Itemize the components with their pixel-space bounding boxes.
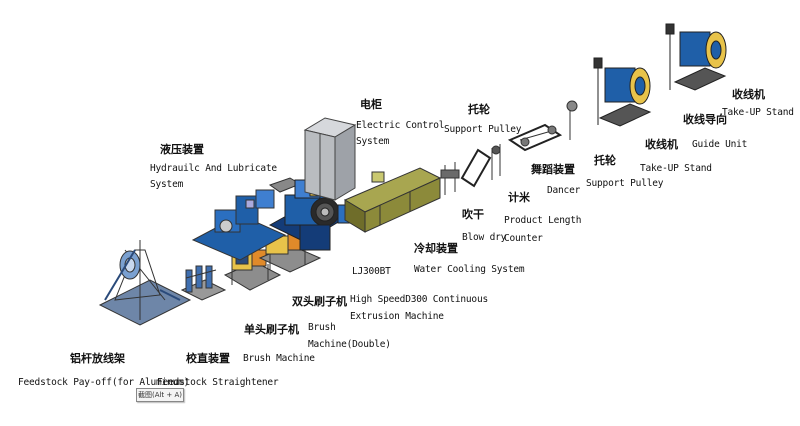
- hydraulic-label-en-1: Hydrauilc And Lubricate: [150, 163, 277, 174]
- takeup-stand-1: [593, 57, 652, 127]
- cooling-label-en: Water Cooling System: [414, 264, 525, 275]
- guide-label-cn: 收线导向: [683, 113, 727, 126]
- takeup-stand-2: [665, 23, 727, 91]
- counter-label-en-1: Product Length: [504, 215, 582, 226]
- straightener-label-en: Feedstock Straightener: [157, 377, 279, 388]
- counter-label-cn: 计米: [508, 191, 530, 204]
- cabinet-label-en-1: Electric Control: [356, 120, 445, 131]
- guide-label-en: Guide Unit: [692, 139, 748, 150]
- dancer: [507, 123, 563, 152]
- hydraulic-label-cn: 液压装置: [160, 143, 204, 156]
- brush-single-label-cn: 单头刷子机: [244, 323, 299, 336]
- length-counter: [566, 100, 578, 140]
- takeup2-label-en: Take-UP Stand: [722, 107, 794, 118]
- brush-double-label-en-2: Machine(Double): [308, 339, 391, 350]
- pulley2-label-en: Support Pulley: [586, 178, 664, 189]
- straightener: [180, 265, 227, 301]
- blowdry-label-en: Blow dry: [462, 232, 507, 243]
- cabinet-label-en-2: System: [356, 136, 390, 147]
- payoff-label-en: Feedstock Pay-off(for Aluminum): [18, 377, 190, 388]
- blow-dry-unit: [440, 162, 460, 195]
- brush-single-label-en: Brush Machine: [243, 353, 315, 364]
- dancer-label-cn: 舞蹈装置: [531, 163, 575, 176]
- extrusion-machine: [268, 179, 353, 251]
- pulley2-label-cn: 托轮: [594, 154, 616, 167]
- extruder-label-en-1: High SpeedD300 Continuous: [350, 294, 488, 305]
- extruder-model-label: LJ300BT: [352, 266, 391, 277]
- support-pulley-1: [460, 144, 501, 188]
- screenshot-tooltip: 截图(Alt + A): [136, 388, 184, 402]
- takeup1-label-en: Take-UP Stand: [640, 163, 712, 174]
- cooling-label-cn: 冷却装置: [414, 242, 458, 255]
- hydraulic-system: [191, 177, 302, 261]
- cabinet-label-cn: 电柜: [360, 98, 382, 111]
- hydraulic-label-en-2: System: [150, 179, 184, 190]
- takeup2-label-cn: 收线机: [732, 88, 765, 101]
- takeup1-label-cn: 收线机: [645, 138, 678, 151]
- water-cooling-trough: [343, 167, 442, 233]
- brush-double-label-en-1: Brush: [308, 322, 336, 333]
- counter-label-en-2: Counter: [504, 233, 543, 244]
- brush-machine-double: [258, 233, 322, 273]
- electric-cabinet: [303, 117, 357, 201]
- payoff-label-cn: 铝杆放线架: [70, 352, 125, 365]
- extruder-label-en-2: Extrusion Machine: [350, 311, 444, 322]
- pulley1-label-en: Support Pulley: [444, 124, 522, 135]
- straightener-label-cn: 校直装置: [186, 352, 230, 365]
- dancer-label-en: Dancer: [547, 185, 581, 196]
- blowdry-label-cn: 吹干: [462, 208, 484, 221]
- pulley1-label-cn: 托轮: [468, 103, 490, 116]
- payoff-stand: [98, 240, 192, 326]
- brush-double-label-cn: 双头刷子机: [292, 295, 347, 308]
